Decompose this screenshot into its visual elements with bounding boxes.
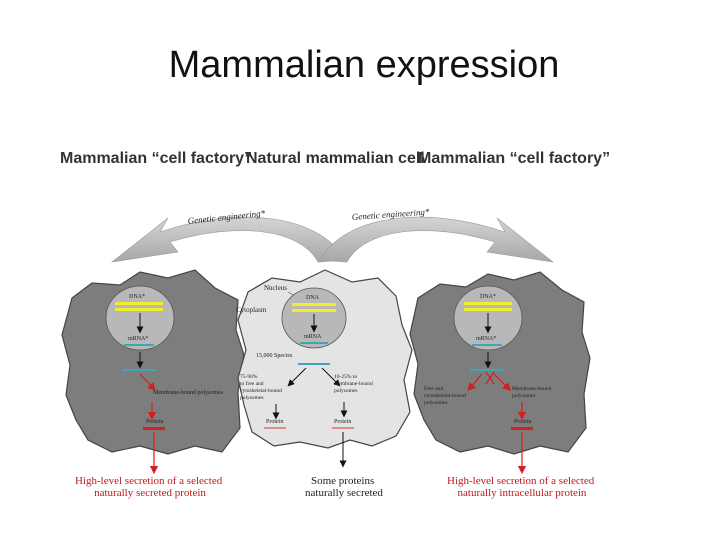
center-nucleus-label: Nucleus [264, 284, 287, 292]
left-caption: High-level secretion of a selected natur… [75, 475, 225, 499]
right-cell: DNA* mRNA* Free and cytoskeletal-bound p… [410, 272, 590, 470]
center-protein-right-label: Protein [334, 419, 351, 425]
center-protein-left-label: Protein [266, 419, 283, 425]
center-mrna-label: mRNA [304, 334, 322, 340]
center-caption: Some proteins naturally secreted [305, 475, 383, 499]
right-mrna-label: mRNA* [476, 336, 496, 342]
genetic-engineering-arrow-right [320, 217, 553, 262]
center-species-label: 15,000 Species [256, 353, 293, 359]
right-protein-label: Protein [514, 419, 531, 425]
left-pathway-label: Membrane-bound polysomes [153, 390, 224, 396]
left-dna-band [115, 302, 163, 305]
left-protein-band [143, 427, 165, 430]
center-cytoplasm-label: Cytoplasm [236, 306, 267, 314]
center-cell: Nucleus Cytoplasm DNA mRNA 15,000 Specie… [236, 270, 412, 464]
right-caption: High-level secretion of a selected natur… [447, 475, 597, 499]
center-dna-label: DNA [306, 295, 320, 301]
right-dna-label: DNA* [480, 294, 496, 300]
left-protein-label: Protein [146, 419, 163, 425]
left-dna-label: DNA* [129, 294, 145, 300]
left-mrna-label: mRNA* [128, 336, 148, 342]
left-cell: DNA* mRNA* Membrane-bound polysomes Prot… [62, 270, 244, 470]
left-mrna-band [124, 344, 154, 346]
genetic-engineering-arrow-left [112, 217, 345, 262]
